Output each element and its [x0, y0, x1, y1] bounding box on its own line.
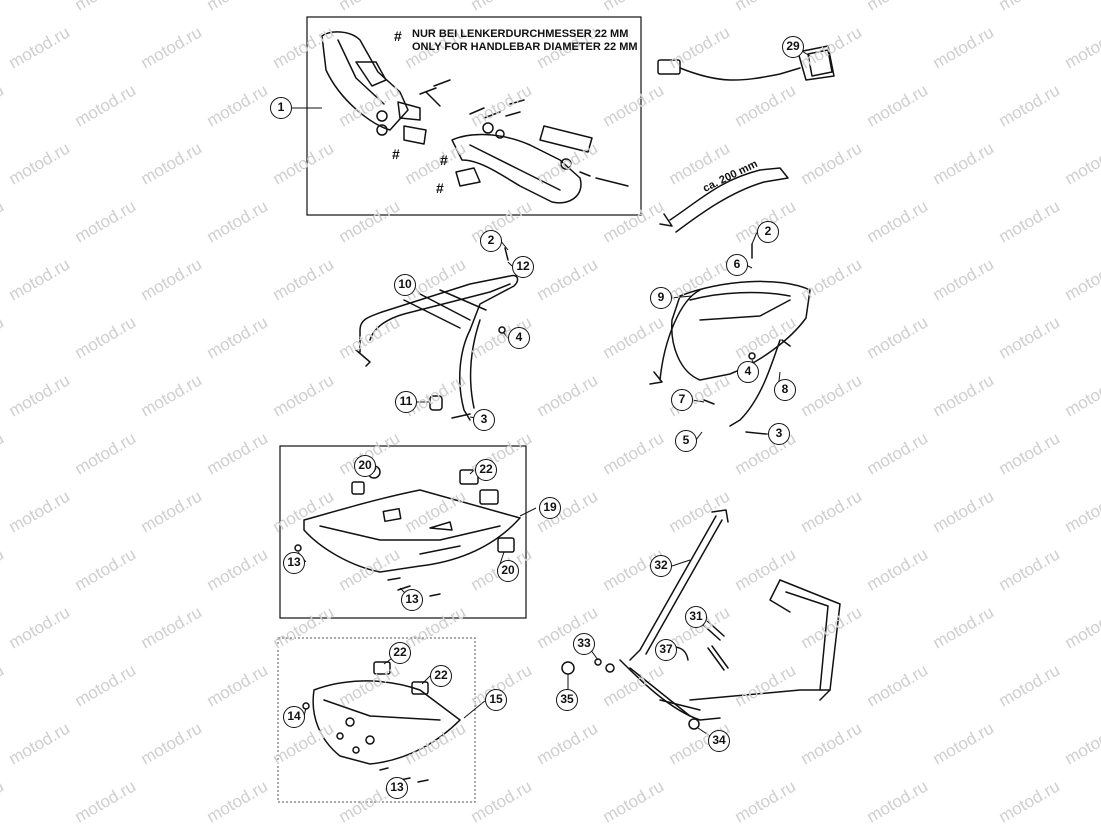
- callout-35[interactable]: 35: [556, 689, 578, 711]
- callout-8[interactable]: 8: [774, 379, 796, 401]
- engine-guard-group-frame: [277, 637, 476, 803]
- callout-10[interactable]: 10: [394, 274, 416, 296]
- callout-22-guard-a[interactable]: 22: [389, 642, 411, 664]
- hash-mark-1: #: [392, 146, 400, 162]
- callout-12[interactable]: 12: [512, 256, 534, 278]
- engine-guard-drawing: [302, 661, 461, 783]
- callout-15[interactable]: 15: [485, 689, 507, 711]
- callout-22-guard-b[interactable]: 22: [430, 665, 452, 687]
- callout-22[interactable]: 22: [475, 459, 497, 481]
- note-hash-symbol: #: [394, 28, 402, 44]
- handguard-left-drawing: [321, 31, 451, 145]
- callout-13[interactable]: 13: [283, 552, 305, 574]
- handguard-group-frame: [306, 16, 642, 216]
- hash-mark-2: #: [440, 152, 448, 168]
- callout-4-fender[interactable]: 4: [737, 361, 759, 383]
- callout-13-guard[interactable]: 13: [386, 777, 408, 799]
- hash-mark-3: #: [436, 180, 444, 196]
- callout-2-fender[interactable]: 2: [757, 221, 779, 243]
- callout-3[interactable]: 3: [473, 409, 495, 431]
- callout-6[interactable]: 6: [726, 254, 748, 276]
- center-stand-drawing: [561, 509, 841, 730]
- callout-37[interactable]: 37: [655, 639, 677, 661]
- handlebar-note: # NUR BEI LENKERDURCHMESSER 22 MM ONLY F…: [394, 28, 638, 54]
- callout-5[interactable]: 5: [675, 430, 697, 452]
- callout-20-lower[interactable]: 20: [497, 560, 519, 582]
- callout-31[interactable]: 31: [685, 606, 707, 628]
- skid-plate-drawing: [294, 465, 521, 597]
- callout-14[interactable]: 14: [283, 706, 305, 728]
- callout-11[interactable]: 11: [395, 391, 417, 413]
- callout-29[interactable]: 29: [782, 36, 804, 58]
- callout-9[interactable]: 9: [650, 287, 672, 309]
- callout-19[interactable]: 19: [539, 497, 561, 519]
- callout-13-lower[interactable]: 13: [401, 589, 423, 611]
- callout-1[interactable]: 1: [270, 97, 292, 119]
- grab-handle-drawing: [659, 167, 789, 233]
- callout-2[interactable]: 2: [480, 230, 502, 252]
- skidplate-group-frame: [279, 445, 527, 619]
- rear-fender-drawing: [649, 243, 811, 435]
- callout-7[interactable]: 7: [671, 389, 693, 411]
- luggage-rack-drawing: [355, 247, 519, 421]
- leader-lines: [292, 49, 811, 789]
- handguard-right-drawing: [451, 99, 629, 204]
- callout-4[interactable]: 4: [508, 327, 530, 349]
- note-line-english: ONLY FOR HANDLEBAR DIAMETER 22 MM: [412, 41, 638, 53]
- callout-20[interactable]: 20: [354, 455, 376, 477]
- callout-33[interactable]: 33: [573, 633, 595, 655]
- callout-3-fender[interactable]: 3: [768, 423, 790, 445]
- callout-34[interactable]: 34: [708, 730, 730, 752]
- callout-32[interactable]: 32: [650, 555, 672, 577]
- note-line-german: NUR BEI LENKERDURCHMESSER 22 MM: [412, 28, 629, 40]
- switch-cable-drawing: [657, 45, 835, 81]
